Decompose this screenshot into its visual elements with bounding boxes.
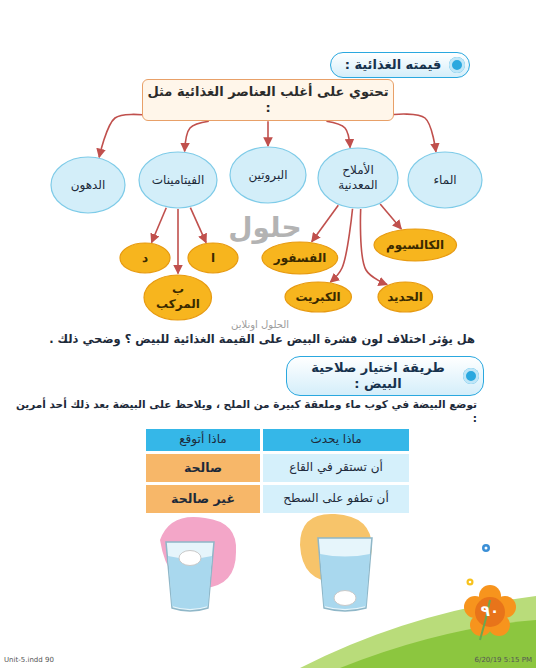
question-text: هل يؤثر اختلاف لون قشرة البيض على القيمة…	[30, 332, 475, 347]
node-label: البروتين	[248, 168, 287, 183]
element-oval: الفسفور	[261, 241, 339, 275]
element-oval: ا	[187, 242, 239, 274]
page-number: ٩٠	[466, 602, 514, 622]
table-header: ماذا أتوقع	[145, 428, 261, 452]
node-label: قيمته الغذائية :	[345, 57, 442, 73]
connector-arrow	[267, 121, 269, 146]
connector-arrow	[380, 204, 401, 229]
element-oval: الحديد	[377, 281, 434, 313]
ellipse-outline	[120, 243, 170, 273]
nutrient-ellipse: الماء	[407, 151, 483, 209]
page-flower	[464, 585, 516, 636]
intro-box: تحتوي على أغلب العناصر الغذائية مثل :	[142, 79, 394, 122]
element-oval: د	[119, 242, 171, 274]
table-cell: صالحة	[145, 453, 261, 483]
connector-arrow	[330, 209, 352, 282]
node-label: الدهون	[71, 178, 106, 193]
nutrient-ellipse: البروتين	[229, 146, 307, 204]
print-footer: 6/20/19 5:15 PM	[440, 656, 532, 665]
connector-arrow	[152, 208, 167, 243]
node-label: الكالسيوم	[386, 238, 444, 253]
node-label: طريقة اختيار صلاحية البيض :	[297, 360, 459, 393]
element-oval: الكبريت	[284, 281, 352, 313]
small-flowers	[467, 544, 491, 640]
connector-arrow	[326, 121, 350, 147]
print-footer: Unit-5.indd 90	[4, 656, 124, 665]
table-cell: غير صالحة	[145, 484, 261, 514]
node-label: الفيتامينات	[152, 173, 205, 188]
element-oval: الكالسيوم	[373, 228, 458, 262]
ellipse-outline	[144, 275, 212, 320]
watermark: الحلول اونلاين	[210, 318, 310, 331]
ellipse-outline	[318, 148, 398, 208]
node-label: الفسفور	[274, 251, 327, 266]
glass-sunken-egg	[318, 538, 372, 611]
connector-arrow	[99, 114, 142, 157]
ellipse-outline	[51, 157, 125, 213]
instruction-text: توضع البيضة في كوب ماء وملعقة كبيرة من ا…	[12, 398, 477, 425]
node-label: الماء	[433, 173, 456, 188]
nutrient-ellipse: الدهون	[50, 156, 126, 214]
node-label: د	[142, 251, 148, 266]
node-label: ب المركب	[155, 282, 201, 312]
table-cell: أن تستقر في القاع	[262, 453, 410, 483]
nutrient-ellipse: الفيتامينات	[138, 151, 218, 209]
connector-arrow	[190, 208, 206, 243]
ellipse-outline	[408, 152, 482, 208]
section-heading: قيمته الغذائية :	[330, 52, 471, 78]
table-header: ماذا يحدث	[262, 428, 410, 452]
ellipse-outline	[230, 147, 306, 203]
node-label: الأملاح المعدنية	[330, 163, 386, 193]
ellipse-outline	[374, 229, 457, 261]
ellipse-outline	[139, 152, 217, 208]
watermark: حلول	[215, 210, 315, 246]
ellipse-outline	[188, 243, 238, 273]
bullet-circle	[463, 368, 479, 384]
connector-arrow	[394, 114, 436, 152]
section-heading: طريقة اختيار صلاحية البيض :	[286, 356, 484, 397]
connector-arrow	[312, 205, 339, 242]
connector-arrow	[177, 209, 179, 274]
node-label: الحديد	[387, 290, 423, 305]
connector-arrow	[185, 121, 209, 151]
element-oval: ب المركب	[143, 274, 213, 321]
ellipse-outline	[285, 282, 351, 312]
node-label: تحتوي على أغلب العناصر الغذائية مثل :	[143, 84, 393, 117]
ellipse-outline	[378, 282, 433, 312]
ellipse-outline	[262, 242, 338, 274]
bullet-circle	[449, 57, 465, 73]
table-cell: أن تطفو على السطح	[262, 484, 410, 514]
node-label: ا	[211, 251, 215, 266]
glass-floating-egg	[166, 542, 214, 611]
nutrient-ellipse: الأملاح المعدنية	[317, 147, 399, 209]
node-label: الكبريت	[295, 290, 340, 305]
